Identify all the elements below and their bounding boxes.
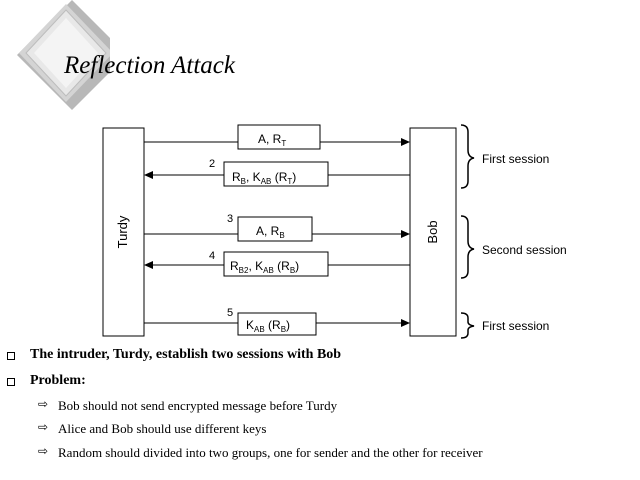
svg-text:First session: First session bbox=[482, 152, 549, 166]
message-4: 4 RB2, KAB (RB) bbox=[144, 250, 410, 277]
session-brace-2: Second session bbox=[460, 215, 567, 279]
square-bullet-icon bbox=[7, 352, 15, 360]
bob-box bbox=[409, 127, 457, 337]
session-brace-3: First session bbox=[460, 312, 549, 339]
message-1: A, RT bbox=[144, 124, 410, 150]
svg-text:A, RB: A, RB bbox=[256, 224, 285, 240]
sub-bullet-item: ⇨ Random should divided into two groups,… bbox=[38, 444, 483, 460]
svg-text:2: 2 bbox=[209, 158, 215, 170]
arrow-bullet-icon: ⇨ bbox=[38, 420, 49, 434]
svg-text:A, RT: A, RT bbox=[258, 132, 286, 148]
square-bullet-icon bbox=[7, 378, 15, 386]
slide-title: Reflection Attack bbox=[64, 52, 235, 79]
sub-bullet-item: ⇨ Bob should not send encrypted message … bbox=[38, 397, 338, 413]
message-3: 3 A, RB bbox=[144, 213, 410, 242]
arrow-bullet-icon: ⇨ bbox=[38, 444, 49, 458]
bob-label: Bob bbox=[425, 220, 440, 243]
message-2: 2 RB, KAB (RT) bbox=[144, 158, 410, 187]
arrow-bullet-icon: ⇨ bbox=[38, 397, 49, 411]
bullet-item: The intruder, Turdy, establish two sessi… bbox=[7, 347, 341, 363]
svg-text:First session: First session bbox=[482, 319, 549, 333]
svg-text:4: 4 bbox=[209, 250, 215, 262]
turdy-label: Turdy bbox=[115, 215, 130, 248]
svg-text:Second session: Second session bbox=[482, 243, 567, 257]
svg-text:5: 5 bbox=[227, 307, 233, 319]
message-5: 5 KAB (RB) bbox=[144, 307, 410, 336]
svg-text:RB2, KAB (RB): RB2, KAB (RB) bbox=[230, 259, 299, 275]
svg-text:3: 3 bbox=[227, 213, 233, 225]
session-brace-1: First session bbox=[460, 124, 549, 189]
slide-logo bbox=[17, 0, 110, 110]
protocol-diagram: Turdy Bob A, RT 2 RB, KAB (RT) 3 A, RB bbox=[102, 124, 567, 339]
turdy-box bbox=[102, 127, 145, 337]
bullet-item: Problem: bbox=[7, 373, 86, 389]
svg-text:RB, KAB (RT): RB, KAB (RT) bbox=[232, 170, 296, 186]
sub-bullet-item: ⇨ Alice and Bob should use different key… bbox=[38, 420, 267, 436]
svg-text:KAB (RB): KAB (RB) bbox=[246, 318, 290, 334]
